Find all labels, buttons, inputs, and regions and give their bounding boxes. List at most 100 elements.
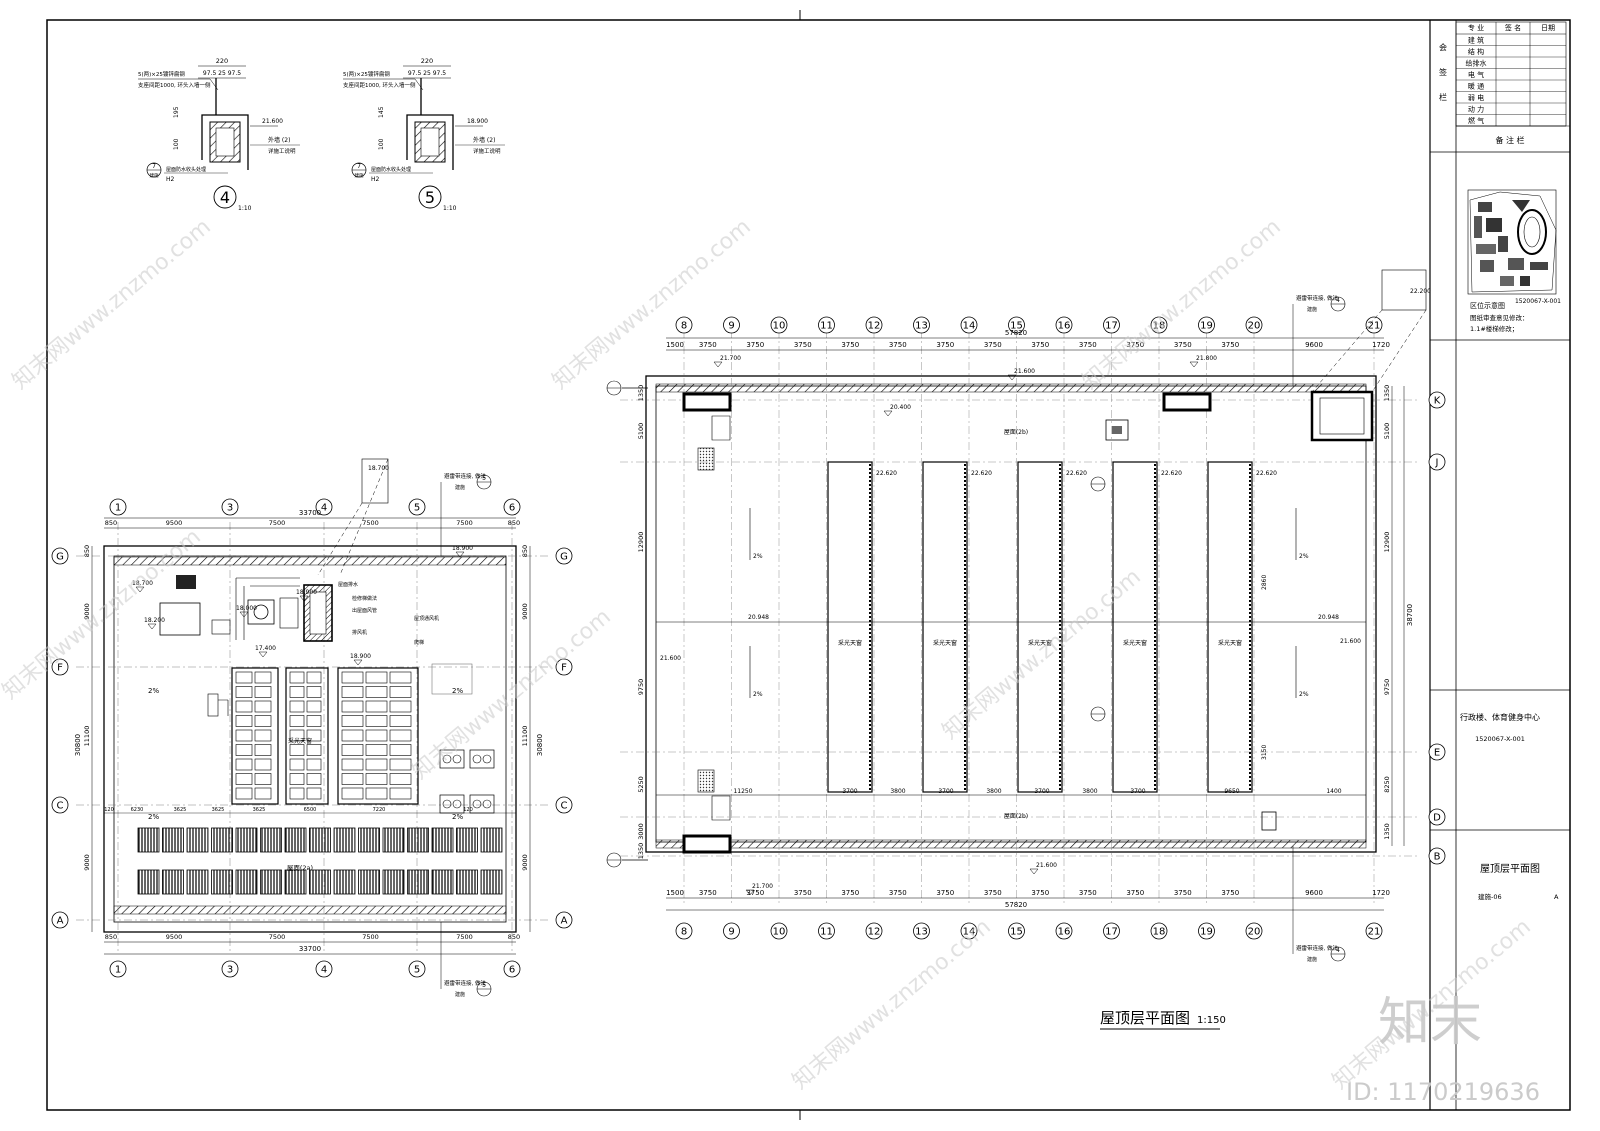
slope-label: 2%: [753, 553, 763, 560]
dim-label: 7500: [269, 933, 286, 941]
dim-label-bottom: 11250: [733, 788, 752, 795]
dim-label: 7500: [269, 519, 286, 527]
fan-unit-rotor: [452, 799, 462, 809]
detail-height-1: 195: [173, 106, 180, 118]
fan-unit-rotor: [442, 754, 452, 764]
skylight-panel: [389, 686, 412, 698]
level-mark: 21.600: [1014, 368, 1035, 375]
skylight-panel: [254, 744, 272, 756]
axis-bubble: [408, 960, 426, 978]
dim-total: 33700: [299, 945, 321, 953]
level-mark: 18.000: [236, 605, 257, 612]
axis-bubble: [1365, 316, 1383, 334]
plan-scale: 1:150: [1197, 1015, 1226, 1026]
skylight-panel: [306, 686, 322, 698]
axis-label: 1: [115, 503, 121, 514]
callout-sheet-ref: 建施: [455, 991, 465, 998]
roof-vent-grille: [284, 869, 307, 895]
axis-bubble: [315, 960, 333, 978]
axis-label: G: [56, 552, 64, 563]
skylight-panel: [389, 729, 412, 742]
skylight-panel: [389, 787, 412, 800]
dim-label: 1500: [666, 341, 684, 349]
level-triangle: [239, 611, 249, 618]
skylight-frame: [1017, 461, 1063, 793]
callout-sheet-number: 4: [1336, 947, 1340, 954]
level-callout-box: [361, 458, 389, 504]
dim-label-c: 3625: [253, 807, 266, 813]
fan-unit-rotor: [452, 754, 462, 764]
watermark-text-7: 知末网www.znzmo.com: [788, 914, 996, 1094]
slope-label: 2%: [452, 687, 463, 695]
drawing-number: 建施-06: [1478, 892, 1502, 901]
skylight-panel: [289, 729, 305, 742]
grid-axis-right: D: [1428, 808, 1446, 826]
location-map-label: 区位示意图: [1470, 301, 1505, 310]
skylight-panel: [254, 773, 272, 785]
grid-axis-top: 1: [109, 498, 127, 516]
axis-label: 21: [1368, 321, 1381, 332]
level-triangle: [713, 361, 723, 368]
axis-bubble: [1008, 316, 1025, 334]
detail-anchor-note: 屋面防水收头处理: [166, 166, 206, 173]
level-mark: 18.900: [296, 589, 317, 596]
grid-axis-top: 15: [1008, 316, 1025, 334]
grid-axis-top: 5: [408, 498, 426, 516]
countersign-label-3: 栏: [1439, 92, 1447, 102]
axis-label: 9: [728, 927, 734, 938]
axis-bubble: [1428, 743, 1446, 761]
skylight-panel: [365, 729, 388, 742]
discipline-label: 给排水: [1466, 59, 1487, 68]
countersign-label-1: 会: [1439, 42, 1447, 52]
level-triangle: [883, 410, 893, 417]
roof-vent-grille: [407, 869, 429, 895]
axis-bubble: [51, 911, 69, 929]
detail-code: H2: [371, 176, 380, 183]
skylight-panel: [365, 773, 388, 785]
axis-label: 18: [1153, 927, 1166, 938]
axis-label: B: [1434, 852, 1441, 863]
skylight-panel: [365, 787, 388, 800]
left-parapet-hatch-bottom: [113, 905, 507, 915]
skylight-panel: [389, 773, 412, 785]
dim-label: 5100: [637, 423, 645, 440]
axis-bubble: [109, 498, 127, 516]
detail-leader: [138, 78, 219, 91]
fan-unit: [469, 794, 495, 814]
skylight-panel: [235, 715, 253, 727]
callout-sheet-number: 4: [1336, 297, 1340, 304]
side-dim: 3150: [1261, 745, 1268, 760]
skylight-panel: [289, 686, 305, 698]
skylight-panel: [235, 700, 253, 713]
dim-label: 1720: [1372, 889, 1390, 897]
axis-bubble: [503, 960, 521, 978]
grid-axis-bottom: 4: [315, 960, 333, 978]
skylight-frame: [231, 667, 279, 805]
callout-level: 22.200: [1410, 288, 1431, 295]
axis-label: 13: [915, 927, 928, 938]
axis-label: 6: [509, 503, 515, 514]
axis-label: J: [1435, 458, 1439, 469]
level-mark: 18.900: [350, 653, 371, 660]
detail-note-1: 5(两)×25镀锌扁钢: [138, 70, 185, 78]
skylight-panel: [289, 700, 305, 713]
grid-axis-left: C: [51, 796, 69, 814]
equipment-note: 爬梯: [414, 639, 424, 646]
discipline-label: 燃 气: [1468, 116, 1484, 125]
skylight-label: 采光天窗: [1123, 639, 1147, 647]
skylight-label: 采光天窗: [1218, 639, 1242, 647]
level-mark: 21.800: [1196, 355, 1217, 362]
grid-axis-top: 6: [503, 498, 521, 516]
grid-axis-top: 21: [1365, 316, 1383, 334]
dim-label: 9000: [521, 854, 529, 871]
dim-label: 9600: [1305, 341, 1323, 349]
grid-axis-top: 14: [960, 316, 978, 334]
dim-label: 3000: [637, 823, 645, 840]
axis-bubble: [221, 960, 239, 978]
roof-vent-grille: [480, 827, 503, 853]
detail-scale: 1:10: [443, 205, 457, 212]
sheet-border: [46, 19, 1571, 1111]
grid-axis-bottom: 9: [723, 922, 740, 940]
skylight-level: 22.620: [971, 470, 992, 477]
callout-sheet-ref: 建施: [1307, 306, 1317, 313]
